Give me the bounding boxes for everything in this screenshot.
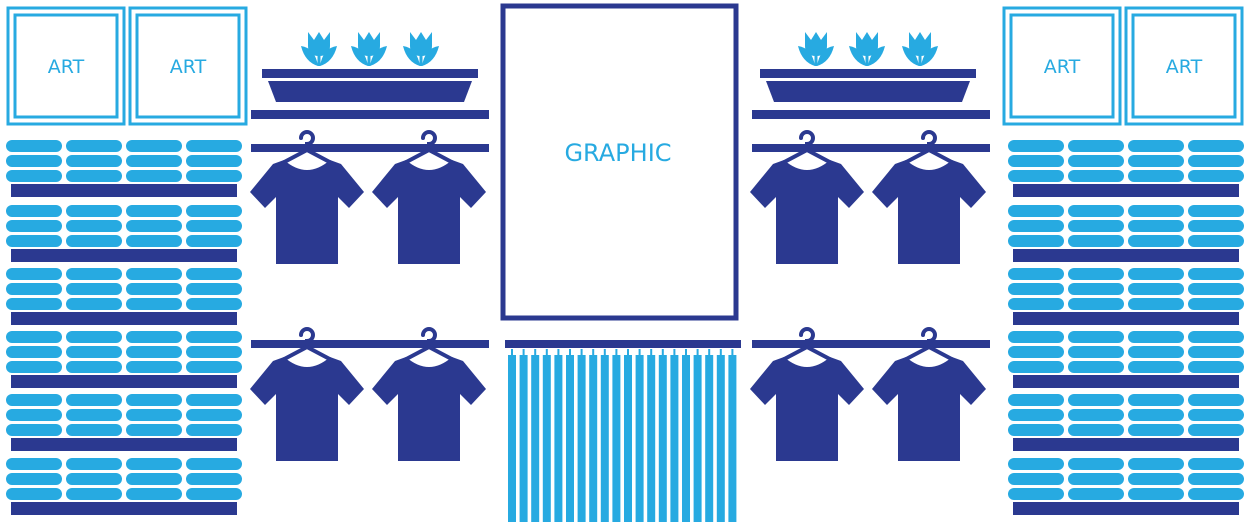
hanging-garment	[647, 355, 655, 522]
folded-garment-stack-icon	[6, 458, 242, 515]
art-label-2: ART	[170, 56, 207, 78]
hanging-rail-right-bottom	[750, 329, 990, 461]
hanging-garment	[670, 355, 678, 522]
folded-stacks-left	[6, 140, 242, 515]
tshirt-icon	[250, 329, 364, 461]
garment-hook	[569, 349, 571, 355]
garment-hook	[581, 349, 583, 355]
garment-hook	[708, 349, 710, 355]
hanging-garment	[612, 355, 620, 522]
garment-hook	[685, 349, 687, 355]
hanging-garment	[566, 355, 574, 522]
hanging-garment	[624, 355, 632, 522]
tulip-icon	[351, 32, 387, 66]
hanging-garment	[694, 355, 702, 522]
hanging-garments-icon	[508, 349, 736, 522]
planter-box	[766, 81, 970, 102]
hanging-garment	[578, 355, 586, 522]
garment-hook	[546, 349, 548, 355]
folded-stacks-right	[1008, 140, 1244, 515]
shelf-divider	[752, 110, 990, 119]
garment-hook	[650, 349, 652, 355]
art-frame-left-2: ART	[130, 8, 246, 124]
tshirt-icon	[372, 329, 486, 461]
tshirt-icon	[872, 329, 986, 461]
art-frame-right-2: ART	[1126, 8, 1242, 124]
garment-hook	[731, 349, 733, 355]
hanging-garment	[543, 355, 551, 522]
hanging-garment	[659, 355, 667, 522]
garment-hook	[604, 349, 606, 355]
folded-garment-stack-icon	[1008, 458, 1244, 515]
hanging-garment	[601, 355, 609, 522]
garment-hook	[662, 349, 664, 355]
art-label-3: ART	[1044, 56, 1081, 78]
hanging-garment	[636, 355, 644, 522]
shelf-divider	[251, 110, 489, 119]
folded-garment-stack-icon	[1008, 331, 1244, 388]
folded-garment-stack-icon	[1008, 394, 1244, 451]
art-label-4: ART	[1166, 56, 1203, 78]
folded-garment-stack-icon	[6, 394, 242, 451]
art-frame-left-1: ART	[8, 8, 124, 124]
hanging-garment	[705, 355, 713, 522]
garment-hook	[615, 349, 617, 355]
folded-garment-stack-icon	[1008, 140, 1244, 197]
center-rail	[505, 340, 741, 348]
planter-box	[268, 81, 472, 102]
tshirt-icon	[750, 329, 864, 461]
art-label-1: ART	[48, 56, 85, 78]
garment-hook	[534, 349, 536, 355]
art-frame-right-1: ART	[1004, 8, 1120, 124]
folded-garment-stack-icon	[6, 205, 242, 262]
graphic-label: GRAPHIC	[564, 139, 671, 167]
hanging-garment	[531, 355, 539, 522]
tulip-icon	[798, 32, 834, 66]
tulip-icon	[403, 32, 439, 66]
planter-shelf-left	[251, 32, 489, 119]
planter-top	[760, 69, 976, 78]
planter-shelf-right	[752, 32, 990, 119]
garment-hook	[557, 349, 559, 355]
garment-hook	[592, 349, 594, 355]
garment-hook	[720, 349, 722, 355]
garment-hook	[639, 349, 641, 355]
folded-garment-stack-icon	[1008, 205, 1244, 262]
hanging-rail-left-bottom	[250, 329, 489, 461]
hanging-garment	[554, 355, 562, 522]
graphic-panel: GRAPHIC	[503, 6, 736, 318]
hanging-garment	[682, 355, 690, 522]
folded-garment-stack-icon	[6, 331, 242, 388]
folded-garment-stack-icon	[6, 140, 242, 197]
hanging-rail-right-top	[750, 132, 990, 264]
tulip-icon	[849, 32, 885, 66]
hanging-garment	[589, 355, 597, 522]
garment-hook	[627, 349, 629, 355]
tulip-icon	[902, 32, 938, 66]
garment-hook	[511, 349, 513, 355]
tulip-icon	[301, 32, 337, 66]
hanging-garment	[520, 355, 528, 522]
hanging-garment	[717, 355, 725, 522]
planter-top	[262, 69, 478, 78]
garment-hook	[523, 349, 525, 355]
hanging-garment	[508, 355, 516, 522]
hanging-rail-left-top	[250, 132, 489, 264]
folded-garment-stack-icon	[1008, 268, 1244, 325]
garment-hook	[697, 349, 699, 355]
garment-hook	[673, 349, 675, 355]
hanging-garments-center	[505, 340, 741, 522]
hanging-garment	[728, 355, 736, 522]
folded-garment-stack-icon	[6, 268, 242, 325]
